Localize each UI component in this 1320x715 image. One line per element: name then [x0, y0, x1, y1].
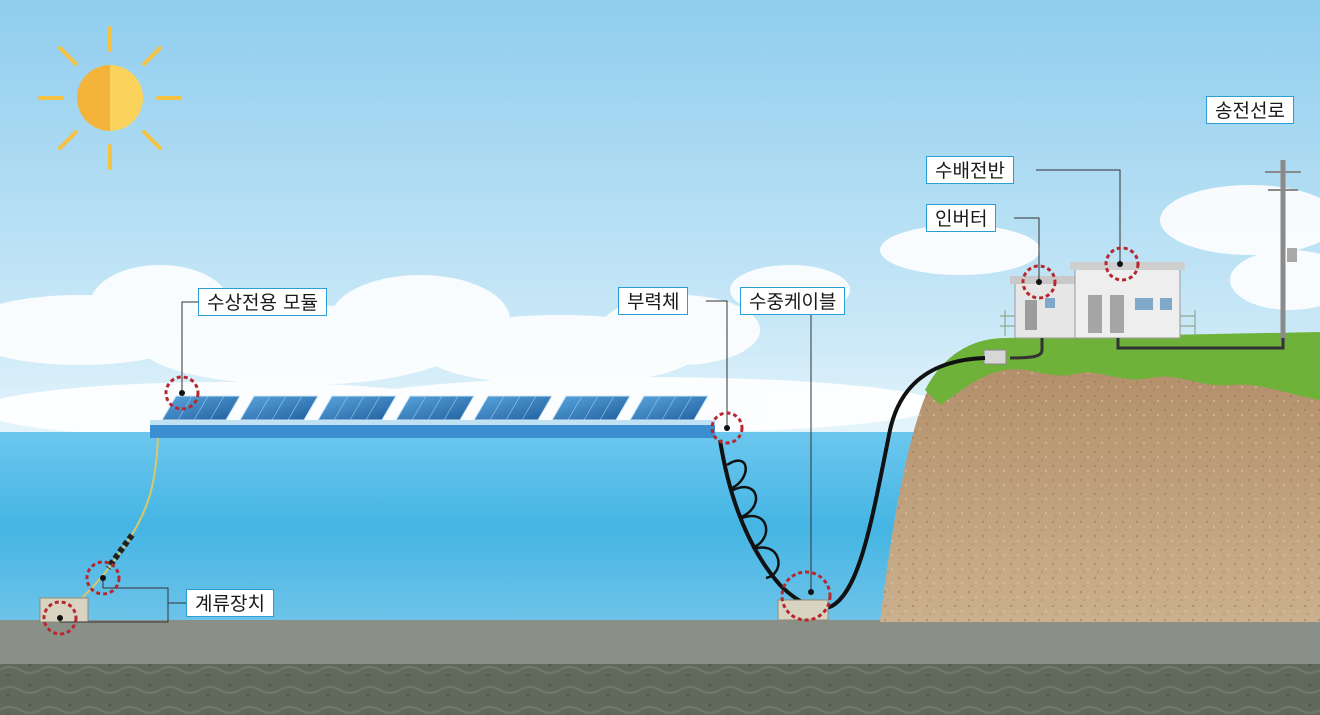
callout-inverter: [1021, 264, 1057, 300]
label-distribution-board: 수배전반: [926, 156, 1014, 184]
label-subsea-cable: 수중케이블: [740, 287, 846, 315]
cable-anchor: [777, 599, 829, 621]
land-cable: [1009, 338, 1044, 360]
callout-subsea-cable: [780, 570, 832, 622]
label-inverter: 인버터: [926, 204, 997, 232]
seabed-surface: [0, 620, 1320, 664]
callout-distribution-board: [1104, 246, 1140, 282]
seabed: [0, 664, 1320, 715]
junction-box: [983, 349, 1007, 365]
callout-floating-module: [164, 375, 200, 411]
inverter-building: [1010, 276, 1085, 339]
callout-mooring-anchor: [42, 600, 78, 636]
label-floating-module: 수상전용 모듈: [198, 288, 327, 316]
label-buoyancy: 부력체: [618, 287, 689, 315]
callout-buoyancy: [710, 411, 744, 445]
distribution-building: [1070, 262, 1185, 339]
label-transmission-line: 송전선로: [1206, 96, 1294, 124]
callout-rings: [42, 246, 1140, 636]
grass: [925, 332, 1320, 405]
transmission-pole: [1265, 160, 1301, 342]
label-mooring: 계류장치: [186, 589, 274, 617]
buoyancy-loops: [726, 459, 780, 580]
subsea-cable: [718, 356, 986, 611]
callout-mooring-chain: [85, 560, 121, 596]
sun-icon: [38, 26, 182, 170]
floating-solar-array: [150, 395, 715, 438]
